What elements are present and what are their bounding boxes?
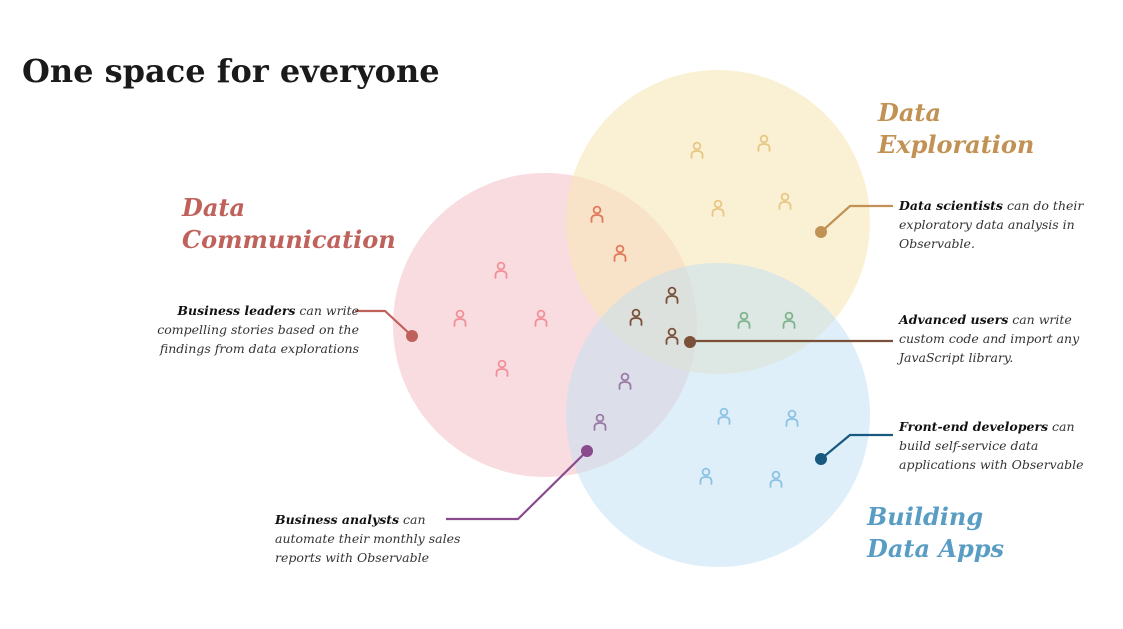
building-data-apps-label-line2: Data Apps bbox=[866, 534, 1005, 563]
scientists-note-text: can do their bbox=[1003, 198, 1084, 213]
data-exploration-label-line1: Data bbox=[877, 98, 941, 127]
frontend-note-line: build self-service data bbox=[899, 438, 1038, 453]
analysts-note-line: reports with Observable bbox=[275, 550, 429, 565]
leaders-note-line: findings from data explorations bbox=[159, 341, 359, 356]
data-communication-label: Data Communication bbox=[181, 193, 396, 254]
person-icon bbox=[737, 311, 751, 329]
leaders-note-bold: Business leaders bbox=[176, 303, 295, 318]
person-icon bbox=[590, 205, 604, 223]
scientists-note-bold: Data scientists bbox=[898, 198, 1003, 213]
person-icon bbox=[699, 467, 713, 485]
analysts-note-bold: Business analysts bbox=[274, 512, 399, 527]
person-icon bbox=[711, 199, 725, 217]
analysts-note-text: can bbox=[399, 512, 425, 527]
scientists-note-line: Observable. bbox=[899, 236, 975, 251]
leaders-note-line: compelling stories based on the bbox=[157, 322, 359, 337]
person-icon bbox=[665, 327, 679, 345]
people-icons bbox=[453, 134, 799, 488]
person-icon bbox=[494, 261, 508, 279]
frontend-note-text: applications with Observable bbox=[899, 457, 1084, 472]
data-communication-label-line1: Data bbox=[181, 193, 245, 222]
venn-circles bbox=[393, 70, 870, 567]
frontend-note-bold: Front-end developers bbox=[898, 419, 1048, 434]
person-icon bbox=[534, 309, 548, 327]
advanced-note-text: custom code and import any bbox=[899, 331, 1080, 346]
scientists-connector-dot bbox=[815, 226, 827, 238]
analysts-note-text: automate their monthly sales bbox=[275, 531, 460, 546]
frontend-connector-line bbox=[820, 433, 893, 460]
business-leaders-note: Business leaders can write compelling sto… bbox=[157, 303, 359, 356]
data-scientists-note: Data scientists can do their exploratory … bbox=[898, 198, 1084, 251]
person-icon bbox=[665, 286, 679, 304]
advanced-note-text: JavaScript library. bbox=[896, 350, 1013, 365]
scientists-connector-line bbox=[820, 204, 893, 233]
analysts-connector-line bbox=[446, 450, 588, 521]
person-icon bbox=[785, 409, 799, 427]
building-data-apps-label-line1: Building bbox=[866, 502, 983, 531]
person-icon bbox=[629, 308, 643, 326]
person-icon bbox=[778, 192, 792, 210]
leaders-note-line: Business leaders can write bbox=[176, 303, 359, 318]
building-data-apps-circle bbox=[566, 263, 870, 567]
person-icon bbox=[593, 413, 607, 431]
building-data-apps-label: Building Data Apps bbox=[866, 502, 1005, 563]
person-icon bbox=[618, 372, 632, 390]
frontend-note-line: Front-end developers can bbox=[898, 419, 1075, 434]
frontend-note-line: applications with Observable bbox=[899, 457, 1084, 472]
page-title: One space for everyone bbox=[22, 52, 440, 90]
person-icon bbox=[782, 311, 796, 329]
person-icon bbox=[757, 134, 771, 152]
advanced-note-line: Advanced users can write bbox=[898, 312, 1072, 327]
analysts-note-line: Business analysts can bbox=[274, 512, 426, 527]
data-communication-label-line2: Communication bbox=[182, 225, 396, 254]
scientists-note-line: Data scientists can do their bbox=[898, 198, 1084, 213]
analysts-note-line: automate their monthly sales bbox=[275, 531, 460, 546]
scientists-note-text: exploratory data analysis in bbox=[899, 217, 1075, 232]
person-icon bbox=[717, 407, 731, 425]
person-icon bbox=[769, 470, 783, 488]
leaders-connector-dot bbox=[406, 330, 418, 342]
frontend-note-text: build self-service data bbox=[899, 438, 1038, 453]
frontend-note-text: can bbox=[1048, 419, 1074, 434]
advanced-note-text: can write bbox=[1008, 312, 1072, 327]
connector-lines bbox=[355, 204, 893, 521]
scientists-note-line: exploratory data analysis in bbox=[899, 217, 1075, 232]
frontend-connector-dot bbox=[815, 453, 827, 465]
analysts-note-text: reports with Observable bbox=[275, 550, 429, 565]
advanced-note-line: custom code and import any bbox=[899, 331, 1080, 346]
person-icon bbox=[690, 141, 704, 159]
data-exploration-label-line2: Exploration bbox=[877, 130, 1034, 159]
business-analysts-note: Business analysts can automate their mont… bbox=[274, 512, 460, 565]
advanced-users-note: Advanced users can write custom code and … bbox=[896, 312, 1080, 365]
leaders-note-text: can write bbox=[295, 303, 359, 318]
leaders-connector-line bbox=[355, 309, 413, 337]
advanced-note-bold: Advanced users bbox=[898, 312, 1008, 327]
person-icon bbox=[495, 359, 509, 377]
leaders-note-text: compelling stories based on the bbox=[157, 322, 359, 337]
leaders-note-text: findings from data explorations bbox=[159, 341, 359, 356]
data-exploration-label: Data Exploration bbox=[877, 98, 1034, 159]
advanced-note-line: JavaScript library. bbox=[896, 350, 1013, 365]
analysts-connector-dot bbox=[581, 445, 593, 457]
person-icon bbox=[613, 244, 627, 262]
front-end-developers-note: Front-end developers can build self-servi… bbox=[898, 419, 1084, 472]
advanced-connector-dot bbox=[684, 336, 696, 348]
scientists-note-text: Observable. bbox=[899, 236, 975, 251]
person-icon bbox=[453, 309, 467, 327]
